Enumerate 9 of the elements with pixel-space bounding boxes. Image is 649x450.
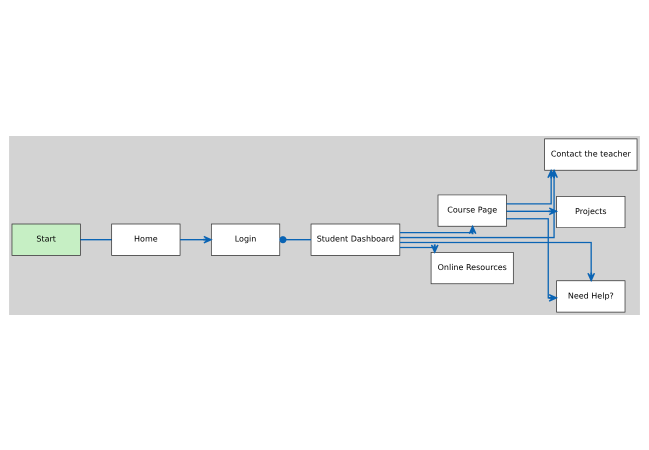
arrow: [400, 225, 476, 234]
arrow: [180, 235, 212, 244]
connector: [80, 238, 112, 240]
arrow: [506, 206, 558, 215]
connector: [279, 236, 311, 243]
arrow: [506, 218, 558, 302]
arrow: [400, 241, 596, 281]
arrow: [506, 169, 556, 204]
arrow: [400, 244, 439, 252]
